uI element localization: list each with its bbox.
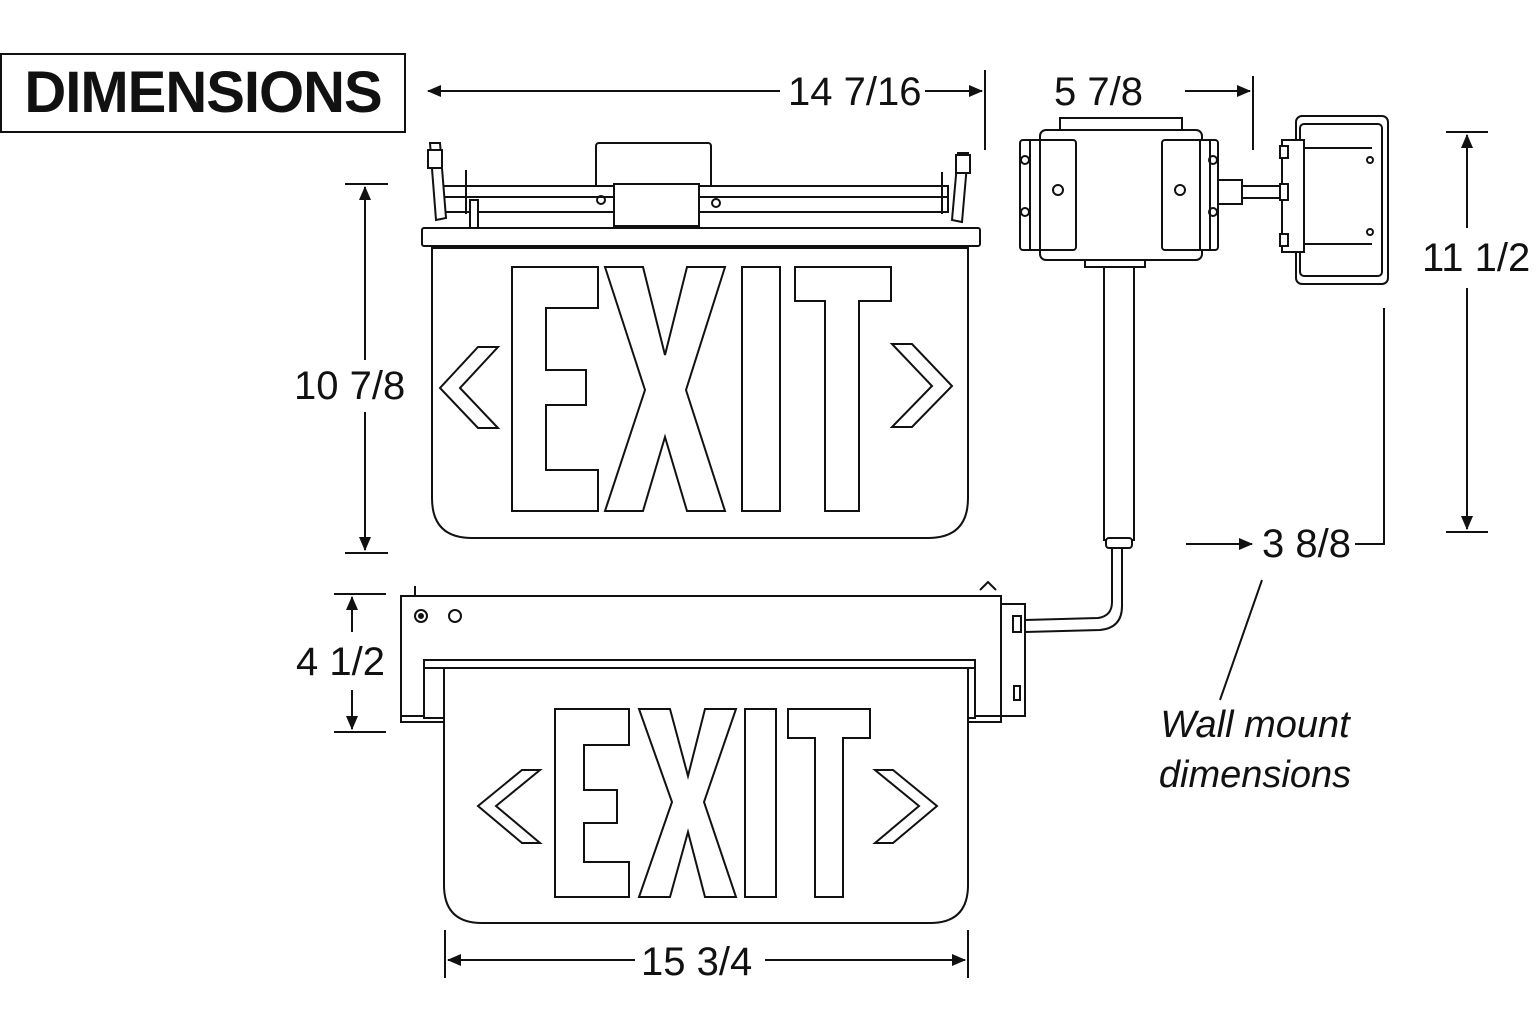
- wall-height-label: 11 1/2: [1418, 238, 1535, 278]
- wall-depth-extension: [1346, 308, 1385, 545]
- page-title: DIMENSIONS: [24, 60, 382, 125]
- top-width-label: 14 7/16: [784, 72, 926, 112]
- bottom-width-label: 15 3/4: [637, 942, 757, 982]
- title-box: DIMENSIONS: [0, 53, 406, 133]
- bottom-exit-letters: [554, 708, 871, 898]
- top-exit-letters: [511, 266, 892, 512]
- caption-leader: [1219, 579, 1263, 701]
- wall-mount-caption: Wall mount dimensions: [1130, 700, 1380, 800]
- sign-height-label: 10 7/8: [290, 366, 410, 406]
- top-exit-sign: [421, 142, 981, 539]
- junction-box: [1019, 117, 1282, 261]
- bottom-exit-sign: [400, 580, 1026, 924]
- caption-line-2: dimensions: [1158, 754, 1352, 796]
- box-width-label: 5 7/8: [1050, 72, 1147, 112]
- canopy-height-label: 4 1/2: [292, 642, 389, 682]
- conduit: [1024, 254, 1146, 633]
- caption-line-1: Wall mount: [1160, 704, 1350, 746]
- dimension-lines: [334, 70, 1488, 978]
- wall-plate: [1279, 115, 1389, 285]
- wall-depth-label: 3 8/8: [1258, 524, 1355, 564]
